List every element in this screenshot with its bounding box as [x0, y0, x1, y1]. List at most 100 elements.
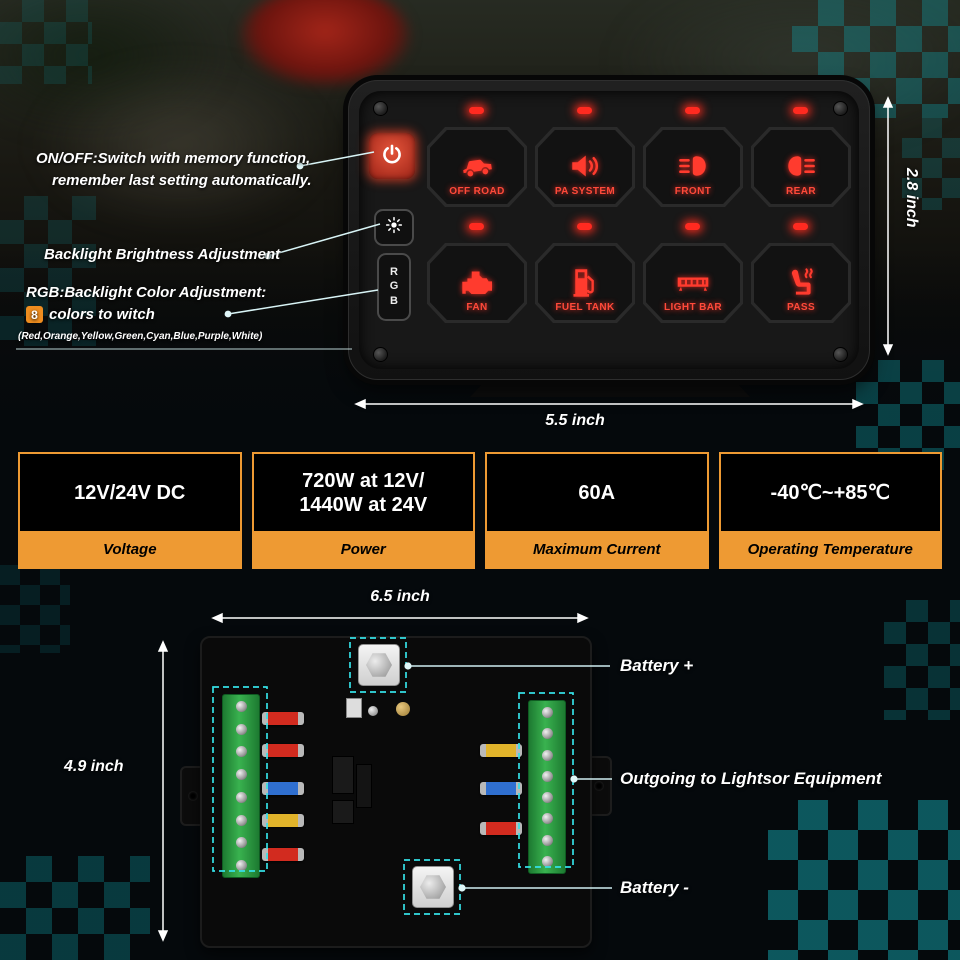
- engine-icon: [455, 260, 499, 300]
- bolt-icon: [366, 653, 392, 677]
- led-indicator: [469, 223, 484, 230]
- spec-value: -40℃~+85℃: [770, 481, 890, 504]
- spec-value: 12V/24V DC: [74, 481, 186, 504]
- pixel-decoration: [884, 600, 960, 720]
- outgoing-label: Outgoing to Lightsor Equipment: [620, 769, 882, 788]
- terminal-screw-icon: [541, 855, 553, 867]
- terminal-screw-icon: [235, 814, 247, 826]
- power-button: [369, 133, 415, 179]
- rgb-button: R G B: [377, 253, 411, 321]
- terminal-strip-right: [528, 700, 566, 874]
- relay-part: [356, 764, 372, 808]
- panel-stand: [470, 376, 750, 397]
- switch-label: FUEL TANK: [555, 302, 615, 313]
- battery-negative-terminal: [412, 866, 454, 908]
- screw-icon: [833, 101, 848, 116]
- led-indicator: [793, 107, 808, 114]
- terminal-screw-icon: [235, 859, 247, 871]
- annotation-rgb-line2-text: colors to witch: [49, 306, 155, 323]
- speaker-icon: [563, 144, 607, 184]
- pixel-decoration: [0, 196, 96, 346]
- front-light-icon: [671, 144, 715, 184]
- switch-face: PA SYSTEM: [538, 130, 632, 204]
- terminal-screw-icon: [235, 769, 247, 781]
- led-indicator: [577, 223, 592, 230]
- relay-part: [332, 756, 354, 794]
- terminal-strip-left: [222, 694, 260, 878]
- gold-screw-icon: [396, 702, 410, 716]
- led-indicator: [685, 223, 700, 230]
- switch-label: OFF ROAD: [449, 186, 505, 197]
- switch-label: REAR: [786, 186, 816, 197]
- switch-panel: R G B OFF ROAD P: [348, 80, 870, 380]
- terminal-screw-icon: [541, 749, 553, 761]
- battery-positive-terminal: [358, 644, 400, 686]
- spec-label: Voltage: [20, 531, 240, 567]
- annotation-rgb-colors: (Red,Orange,Yellow,Green,Cyan,Blue,Purpl…: [18, 331, 263, 342]
- fuse-blue: [480, 782, 522, 795]
- annotation-rgb-line1: RGB:Backlight Color Adjustment:: [26, 284, 267, 301]
- fuse-red: [262, 712, 304, 725]
- silver-screw-icon: [368, 706, 378, 716]
- switch-pa-system: PA SYSTEM: [535, 127, 635, 207]
- switch-front: FRONT: [643, 127, 743, 207]
- switch-fuel-tank: FUEL TANK: [535, 243, 635, 323]
- connector-part: [346, 698, 362, 718]
- switch-label: FRONT: [674, 186, 712, 197]
- pixel-decoration: [0, 0, 92, 84]
- switch-label: LIGHT BAR: [663, 302, 723, 313]
- switch-rear: REAR: [751, 127, 851, 207]
- spec-card-power: 720W at 12V/ 1440W at 24V Power: [251, 452, 475, 569]
- terminal-screw-icon: [235, 723, 247, 735]
- terminal-screw-icon: [541, 770, 553, 782]
- spec-label: Power: [253, 531, 473, 567]
- switch-label: PASS: [786, 302, 816, 313]
- led-indicator: [793, 223, 808, 230]
- terminal-screw-icon: [235, 746, 247, 758]
- led-indicator: [469, 107, 484, 114]
- screw-icon: [373, 347, 388, 362]
- spec-value: 60A: [578, 481, 616, 504]
- terminal-screw-icon: [541, 834, 553, 846]
- bolt-icon: [420, 875, 446, 899]
- led-indicator: [577, 107, 592, 114]
- battery-plus-label: Battery +: [620, 656, 694, 675]
- off-road-truck-icon: [455, 144, 499, 184]
- terminal-screw-icon: [541, 792, 553, 804]
- fuel-pump-icon: FUEL TANK: [538, 246, 632, 320]
- fuse-red: [262, 848, 304, 861]
- terminal-screw-icon: [235, 791, 247, 803]
- terminal-screw-icon: [235, 701, 247, 712]
- switch-light-bar: LIGHT BAR: [643, 243, 743, 323]
- box-width-dimension: 6.5 inch: [370, 588, 430, 605]
- dimension-arrow-65: [211, 612, 589, 624]
- terminal-screw-icon: [235, 837, 247, 849]
- spec-cards: 12V/24V DC Voltage 720W at 12V/ 1440W at…: [18, 452, 942, 569]
- spec-card-voltage: 12V/24V DC Voltage: [18, 452, 242, 569]
- switch-face: REAR: [754, 130, 848, 204]
- fuel-icon: [563, 260, 607, 300]
- brightness-button: [374, 209, 414, 246]
- switch-face: FAN: [430, 246, 524, 320]
- fuse-blue: [262, 782, 304, 795]
- rgb-letter: R: [390, 266, 398, 279]
- jeep-blob: [240, 0, 410, 86]
- spec-card-temperature: -40℃~+85℃ Operating Temperature: [718, 452, 942, 569]
- switch-fan: FAN: [427, 243, 527, 323]
- annotation-onoff-line2: remember last setting automatically.: [52, 172, 312, 189]
- heated-seat-icon: [779, 260, 823, 300]
- pixel-decoration: [768, 800, 960, 960]
- pixel-decoration: [856, 360, 960, 470]
- pixel-decoration: [902, 118, 960, 210]
- terminal-screw-icon: [541, 728, 553, 740]
- screw-icon: [833, 347, 848, 362]
- switch-label: FAN: [466, 302, 488, 313]
- terminal-screw-icon: [541, 813, 553, 825]
- fuse-red: [480, 822, 522, 835]
- led-indicator: [685, 107, 700, 114]
- power-icon: [379, 141, 405, 172]
- spec-value: 720W at 12V/ 1440W at 24V: [299, 469, 428, 516]
- screw-icon: [373, 101, 388, 116]
- terminal-screw-icon: [541, 707, 553, 718]
